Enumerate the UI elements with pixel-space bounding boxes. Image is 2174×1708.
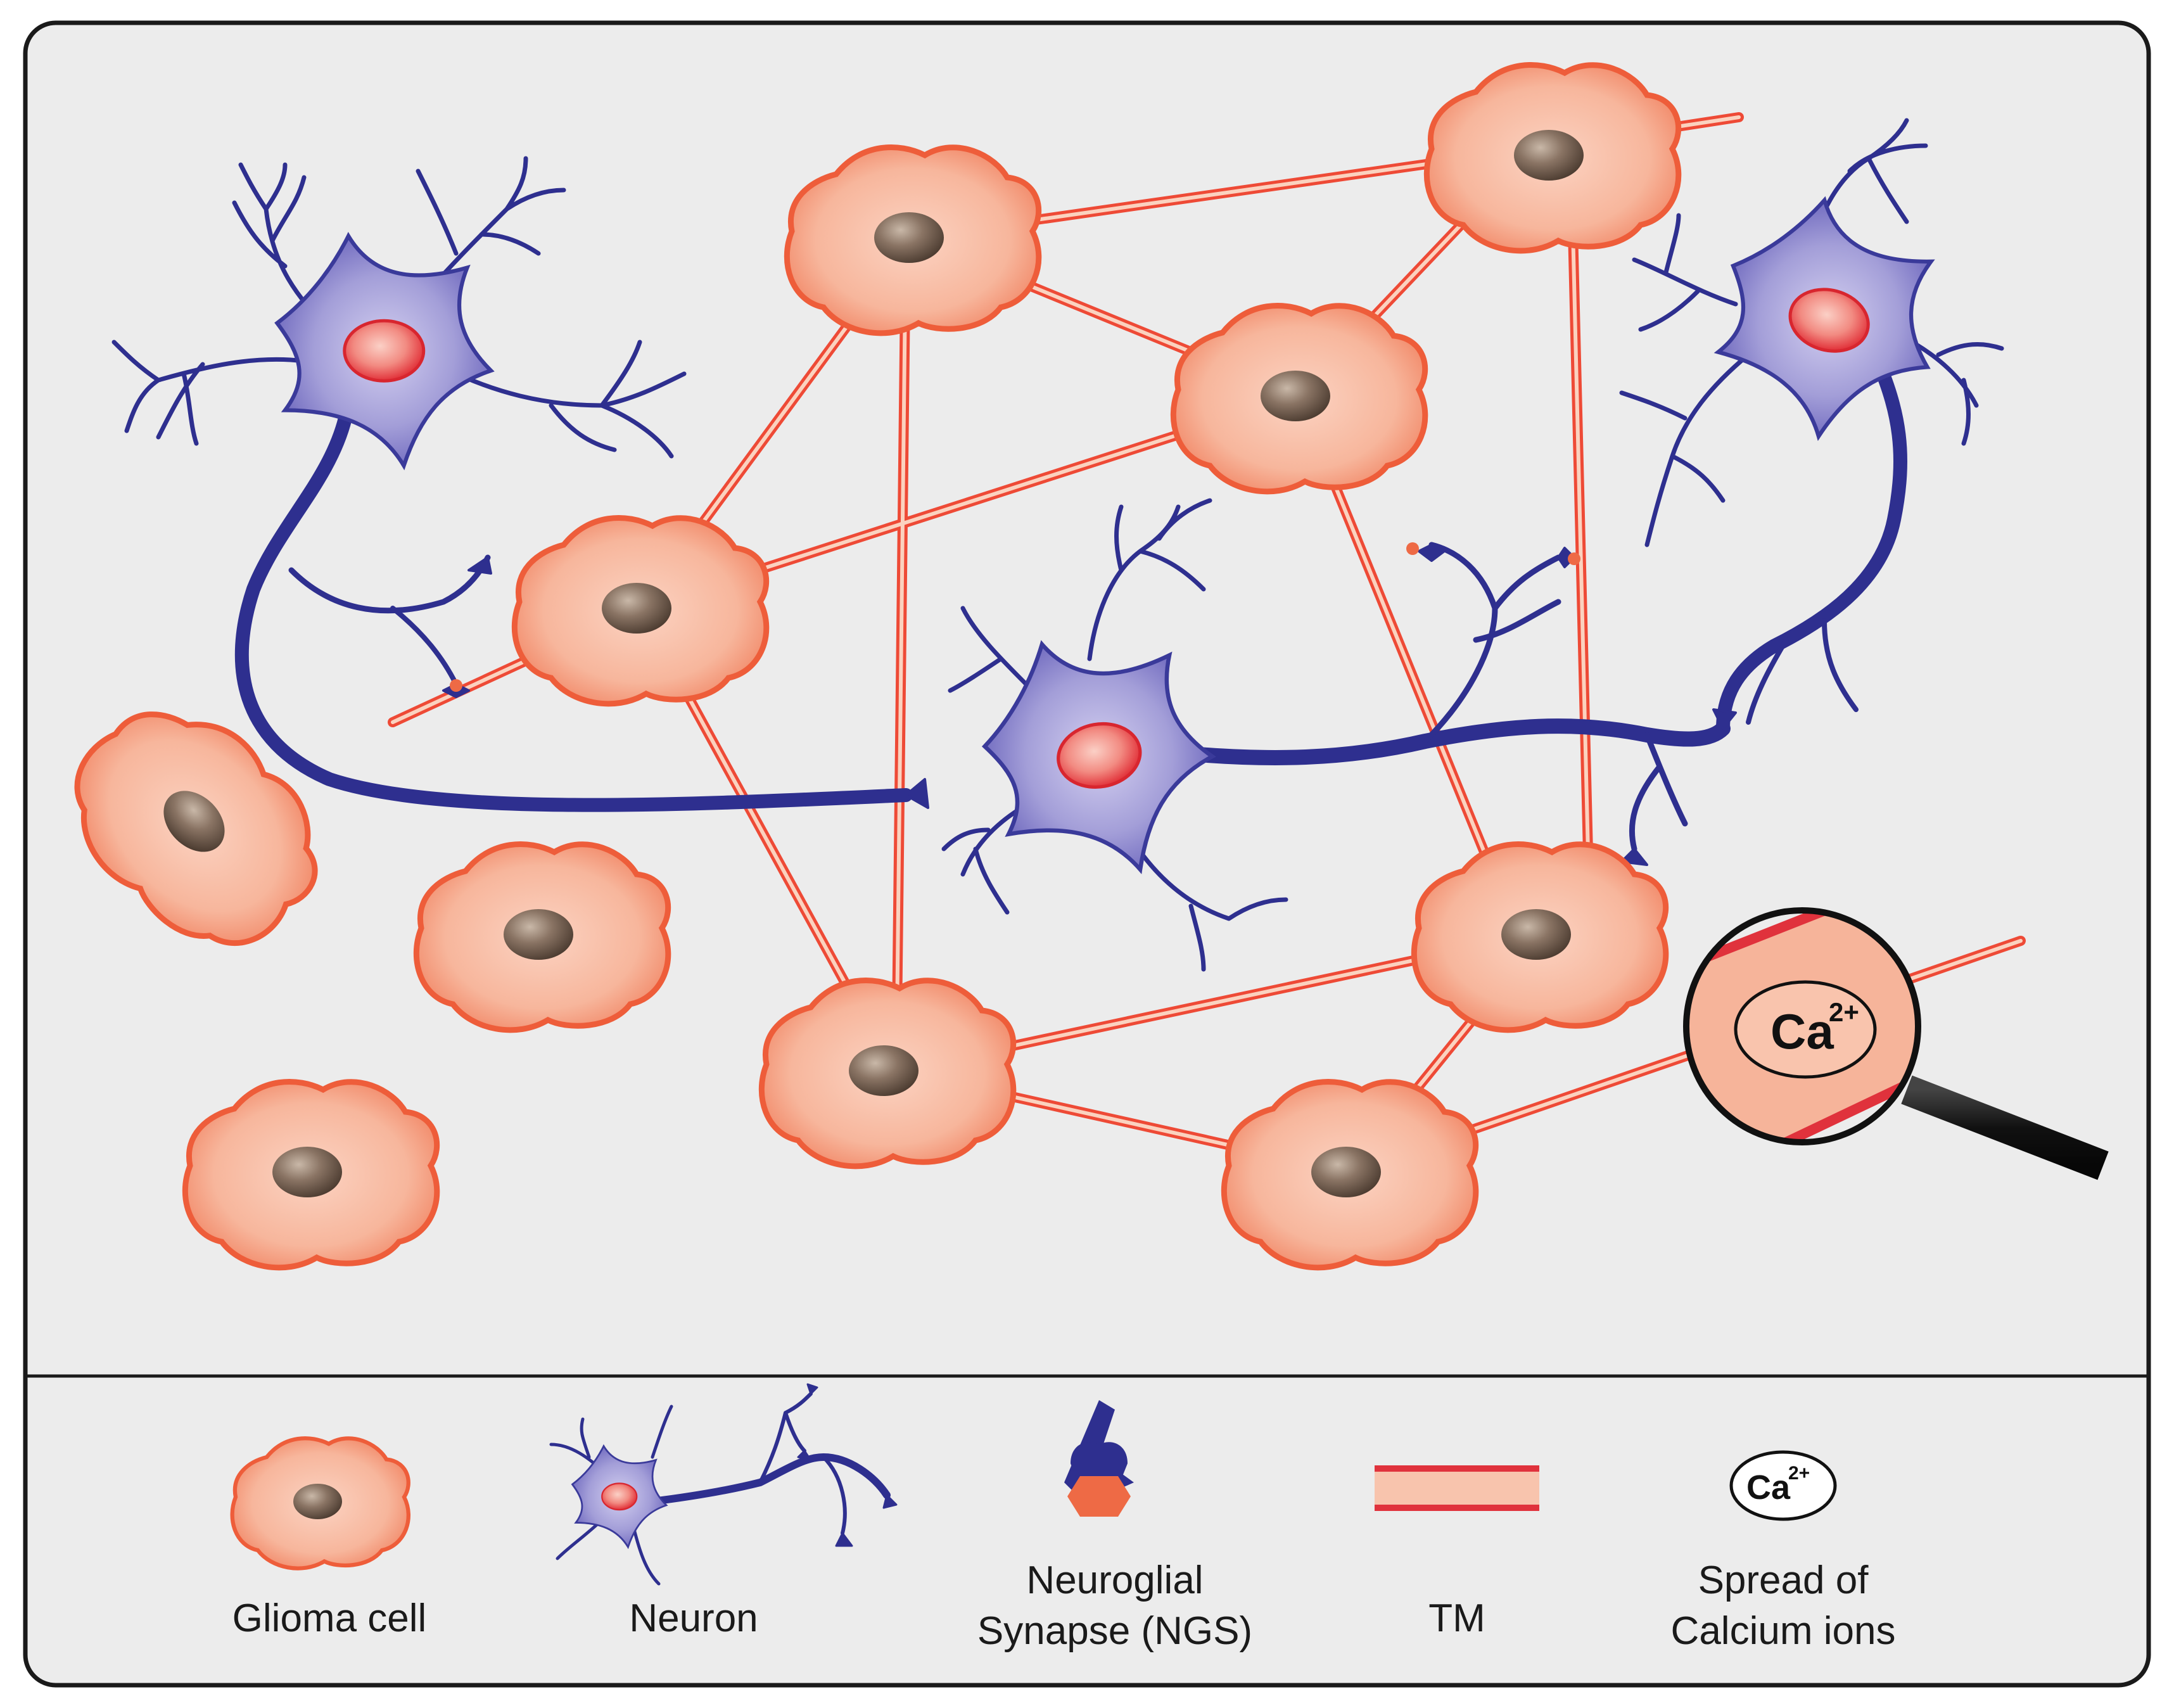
calcium-ion-badge (1734, 980, 1877, 1079)
legend-neuron-icon (549, 1383, 898, 1586)
legend-neuron-label: Neuron (629, 1596, 758, 1640)
svg-text:Ca: Ca (1770, 1004, 1834, 1059)
legend-glioma-icon (232, 1438, 409, 1568)
magnifier-ion-symbol: Ca (1770, 1004, 1834, 1059)
glioma-cell (787, 148, 1038, 333)
glioma-cell (514, 518, 766, 704)
legend-ion-charge: 2+ (1788, 1463, 1810, 1484)
svg-text:2+: 2+ (1829, 997, 1859, 1027)
glioma-cell (761, 981, 1013, 1166)
glioma-cell (1224, 1082, 1475, 1268)
diagram-frame (23, 20, 2151, 1688)
legend-calcium-label-line1: Spread of (1698, 1558, 1869, 1602)
legend-ngs-label-line2: Synapse (NGS) (977, 1609, 1252, 1653)
legend-calcium-icon: Ca 2+ (1729, 1450, 1837, 1521)
glioma-cell (1427, 65, 1678, 251)
legend-ngs-icon (1064, 1400, 1134, 1517)
glioma-cell (185, 1082, 436, 1268)
legend-ion-symbol: Ca (1746, 1469, 1791, 1507)
legend-tm-label: TM (1428, 1596, 1485, 1640)
svg-text:Ca: Ca (1746, 1469, 1791, 1507)
neuron-center (905, 498, 1737, 972)
neuron-top-right (1619, 118, 2004, 736)
magnifier-ion-charge: 2+ (1829, 997, 1859, 1027)
legend-ngs-label-line1: Neuroglial (1026, 1558, 1203, 1602)
legend-glioma-label: Glioma cell (232, 1596, 427, 1640)
legend-tm-icon (1375, 1465, 1539, 1511)
legend-calcium-label-line2: Calcium ions (1671, 1609, 1896, 1653)
calcium-magnifier: Ca 2+ (1683, 907, 2109, 1180)
glioma-cell (1173, 306, 1425, 492)
glioma-cell (416, 844, 668, 1030)
svg-text:2+: 2+ (1788, 1463, 1810, 1484)
glioma-cell (1414, 844, 1665, 1030)
legend: Glioma cell Neuron Neuroglial Synapse (N… (232, 1383, 1896, 1653)
neuron-top-left (111, 156, 913, 812)
